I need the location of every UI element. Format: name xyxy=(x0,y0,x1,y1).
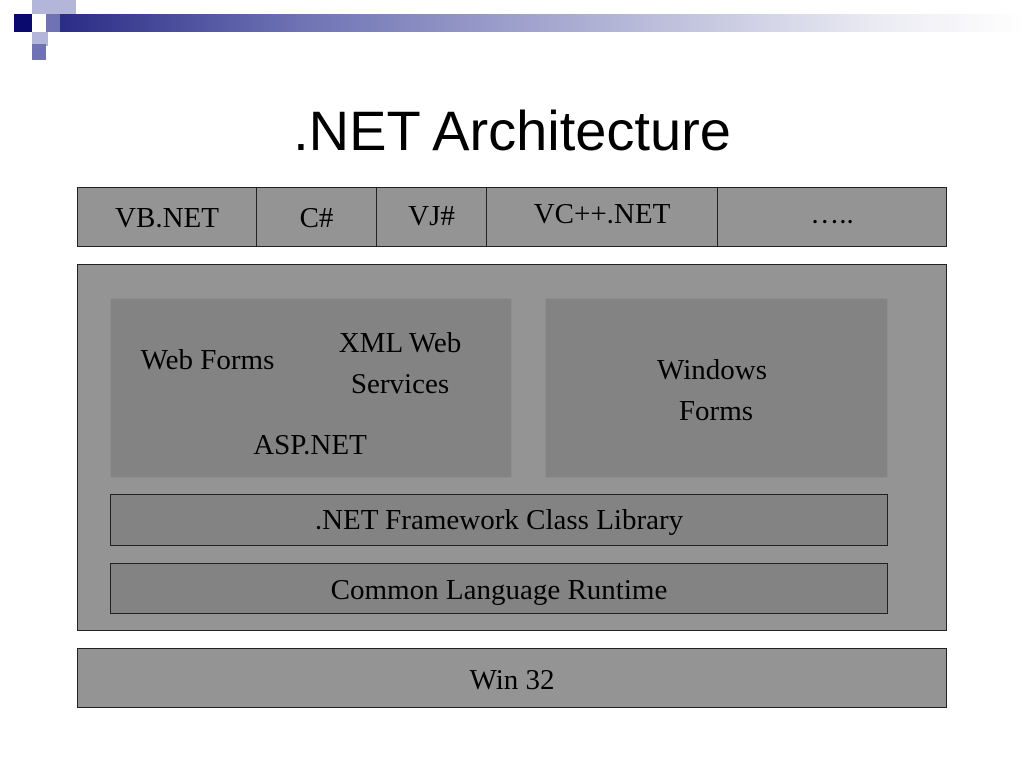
web-forms-label: Web Forms xyxy=(140,344,275,376)
language-label: VB.NET xyxy=(115,202,219,234)
light-square xyxy=(60,0,76,14)
mid-square xyxy=(46,14,60,32)
windows-forms-panel xyxy=(545,298,888,478)
slide-title: .NET Architecture xyxy=(293,99,731,162)
language-cell: VC++.NET xyxy=(487,188,718,246)
language-label: C# xyxy=(299,202,334,234)
languages-row: VB.NET C# VJ# VC++.NET ….. xyxy=(77,187,947,247)
decorative-squares xyxy=(0,0,90,62)
xml-web-services-line1: XML Web xyxy=(338,327,462,359)
light-square xyxy=(32,0,48,14)
language-label: VC++.NET xyxy=(533,198,671,230)
language-cell: VJ# xyxy=(377,188,487,246)
win32-layer: Win 32 xyxy=(77,648,947,708)
aspnet-panel xyxy=(110,298,512,478)
framework-class-library: .NET Framework Class Library xyxy=(110,494,888,546)
windows-forms-line2: Forms xyxy=(678,395,754,427)
light-square xyxy=(32,32,48,46)
language-cell: VB.NET xyxy=(78,188,257,246)
light-square xyxy=(48,0,62,16)
language-cell: ….. xyxy=(718,188,946,246)
mid-square xyxy=(32,44,46,60)
common-language-runtime: Common Language Runtime xyxy=(110,563,888,614)
language-cell: C# xyxy=(257,188,377,246)
aspnet-label: ASP.NET xyxy=(253,429,367,461)
language-label: ….. xyxy=(810,198,854,230)
windows-forms-line1: Windows xyxy=(657,354,767,386)
xml-web-services-line2: Services xyxy=(350,368,450,400)
navy-square xyxy=(14,14,32,32)
header-gradient-bar xyxy=(60,14,1024,32)
language-label: VJ# xyxy=(408,200,455,232)
